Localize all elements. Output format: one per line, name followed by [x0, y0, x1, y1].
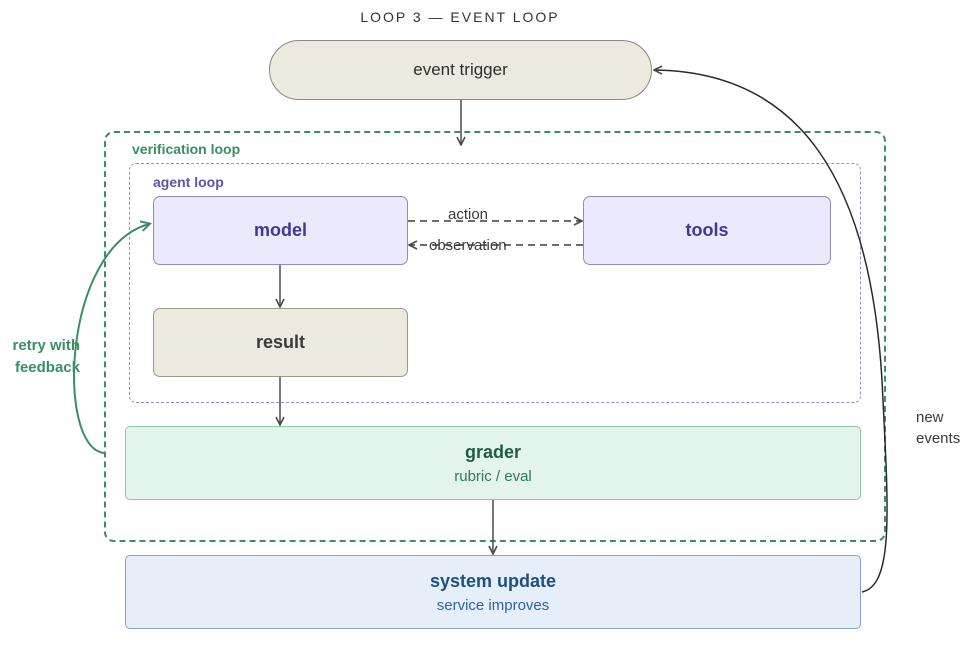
system-update-label: system update	[429, 570, 557, 591]
verification-loop-label: verification loop	[132, 141, 241, 157]
model-label: model	[253, 220, 307, 240]
new-events-line1: new	[916, 409, 944, 426]
agent-loop-label: agent loop	[153, 174, 224, 190]
observation-edge-label: observation	[429, 237, 507, 254]
grader-sublabel: rubric / eval	[454, 467, 532, 485]
diagram-title: LOOP 3 — EVENT LOOP	[360, 9, 560, 25]
grader-label: grader	[464, 441, 522, 462]
retry-label-line2: feedback	[14, 359, 80, 376]
result-label: result	[255, 332, 306, 352]
action-edge-label: action	[448, 206, 489, 223]
tools-label: tools	[685, 220, 729, 240]
tools-node: tools	[583, 196, 831, 265]
retry-feedback-label: retry with feedback	[0, 335, 80, 379]
retry-label-line1: retry with	[12, 337, 80, 354]
new-events-label: new events	[916, 407, 960, 449]
event-trigger-label: event trigger	[413, 60, 508, 79]
grader-node: grader rubric / eval	[125, 426, 861, 500]
event-trigger-node: event trigger	[269, 40, 652, 100]
system-update-sublabel: service improves	[436, 596, 550, 614]
result-node: result	[153, 308, 408, 377]
model-node: model	[153, 196, 408, 265]
new-events-line2: events	[916, 430, 961, 447]
system-update-node: system update service improves	[125, 555, 861, 629]
